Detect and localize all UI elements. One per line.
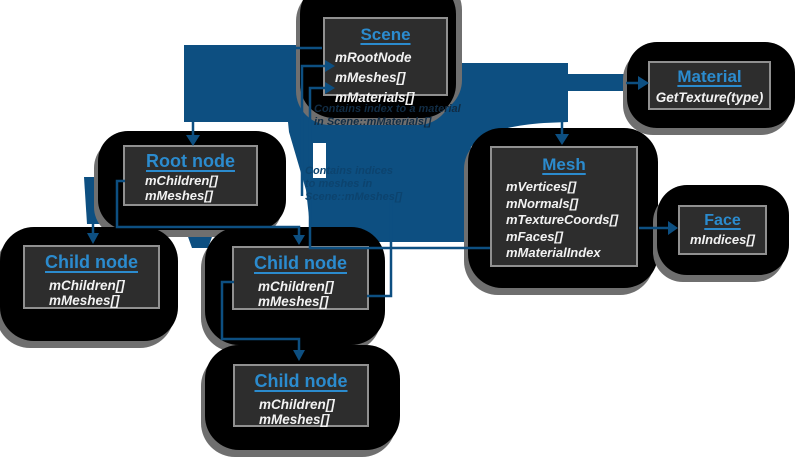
member-mchildren: mChildren[] <box>259 397 335 412</box>
note-line: Scene::mMeshes[] <box>305 191 403 203</box>
scene-title: Scene <box>360 25 411 44</box>
root-node-box: Root node mChildren[] mMeshes[] <box>123 145 258 206</box>
note-line: Contains indices <box>305 165 394 177</box>
member-mchildren: mChildren[] <box>145 173 218 188</box>
note-line: in Scene::mMaterials[] <box>314 116 432 128</box>
mesh-indices-note: Contains indices to meshes in Scene::mMe… <box>305 165 402 204</box>
child-node-title: Child node <box>45 252 138 272</box>
member-mmeshes: mMeshes[] <box>335 70 406 85</box>
child-node-box-middle: Child node mChildren[] mMeshes[] <box>232 246 369 310</box>
member-mtexturecoords: mTextureCoords[] <box>506 212 619 227</box>
face-title: Face <box>704 212 741 229</box>
member-mrootnode: mRootNode <box>335 50 412 65</box>
child-node-title: Child node <box>254 253 347 273</box>
face-box: Face mIndices[] <box>678 205 767 255</box>
mesh-box: Mesh mVertices[] mNormals[] mTextureCoor… <box>490 146 638 267</box>
note-line: Contains index to a material <box>314 103 461 115</box>
child-node-box-left: Child node mChildren[] mMeshes[] <box>23 245 160 309</box>
member-gettexture: GetTexture(type) <box>655 90 764 105</box>
material-box: Material GetTexture(type) <box>648 61 771 110</box>
note-line: to meshes in <box>305 178 373 190</box>
member-mfaces: mFaces[] <box>506 228 564 244</box>
material-title: Material <box>677 67 742 86</box>
root-node-title: Root node <box>146 151 235 171</box>
member-mnormals: mNormals[] <box>506 195 579 211</box>
scene-box: Scene mRootNode mMeshes[] mMaterials[] <box>323 17 448 105</box>
member-mvertices: mVertices[] <box>506 179 577 194</box>
member-mindices: mIndices[] <box>689 232 755 247</box>
member-mmeshes: mMeshes[] <box>145 187 213 203</box>
member-mchildren: mChildren[] <box>49 278 125 293</box>
child-node-box-bottom: Child node mChildren[] mMeshes[] <box>233 364 369 427</box>
child-node-title: Child node <box>254 371 348 391</box>
mesh-title: Mesh <box>542 155 586 174</box>
member-mmaterialindex: mMaterialIndex <box>506 245 601 260</box>
member-mchildren: mChildren[] <box>258 279 334 294</box>
member-mmeshes: mMeshes[] <box>49 293 120 308</box>
member-mmeshes: mMeshes[] <box>259 412 330 427</box>
material-index-note: Contains index to a material in Scene::m… <box>314 103 461 129</box>
member-mmeshes: mMeshes[] <box>258 294 329 309</box>
